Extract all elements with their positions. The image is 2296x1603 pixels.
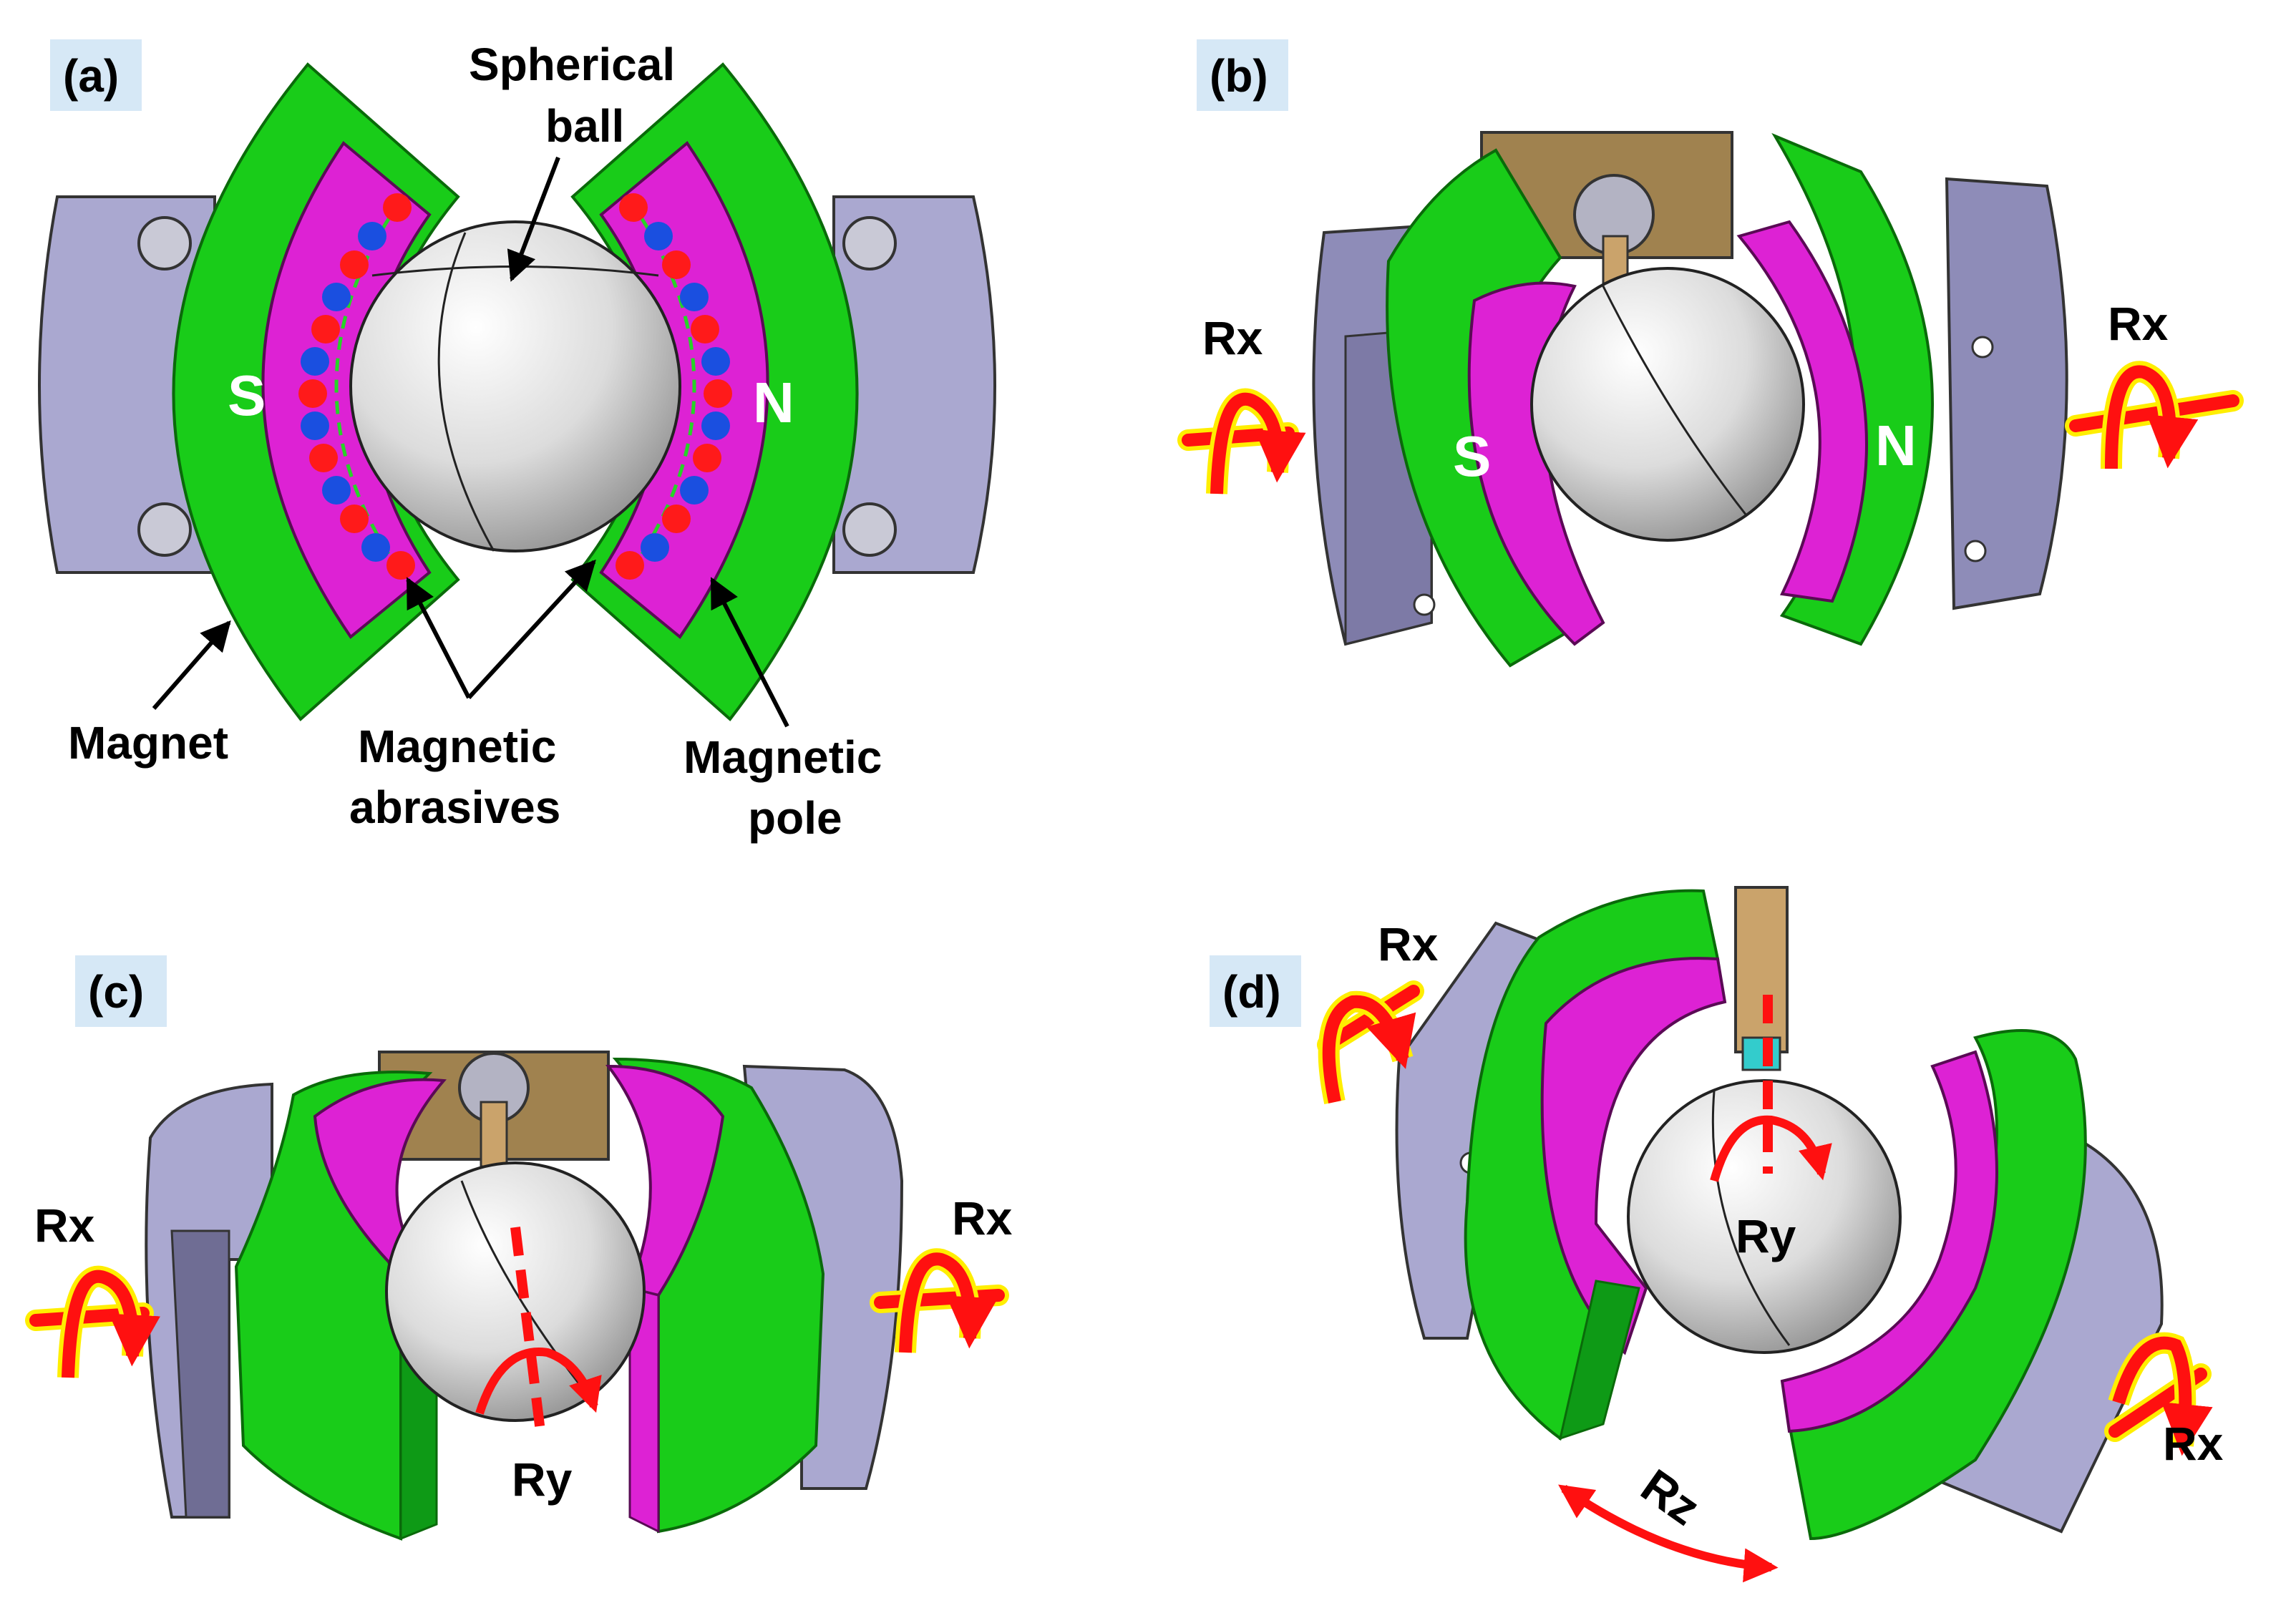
panel-a-tag-bg	[50, 39, 142, 111]
magnetic-pole-left	[313, 1078, 447, 1290]
rz-label: Rz	[1632, 1458, 1710, 1535]
rx-label: Rx	[2163, 1417, 2224, 1470]
panel-b-tag-bg	[1197, 39, 1288, 111]
ball-seam	[1711, 1091, 1791, 1346]
label-ball: ball	[545, 100, 624, 152]
rx-label: Rx	[1378, 917, 1439, 970]
panel-c-tag-bg	[75, 955, 167, 1027]
rotation-ry-icon	[475, 1227, 602, 1432]
magnetic-pole-left	[1467, 281, 1605, 646]
rotation-rz-icon	[1558, 1484, 1779, 1583]
leader-arrow	[406, 577, 471, 699]
rx-label: Rx	[2108, 297, 2169, 350]
magnet-left-face	[1558, 1280, 1640, 1441]
rx-label: Rx	[1202, 311, 1263, 364]
ry-label: Ry	[1736, 1209, 1796, 1262]
panel-b-tag: (b)	[1210, 50, 1268, 102]
hole-icon	[1413, 593, 1436, 616]
label-pole: pole	[748, 792, 842, 844]
leader-arrow	[507, 156, 560, 282]
label-abrasives: abrasives	[349, 781, 560, 833]
panel-d-tag: (d)	[1222, 966, 1281, 1018]
magnetic-pole-right	[1736, 220, 1868, 603]
pole-s-label: S	[1453, 424, 1491, 488]
leader-arrow	[467, 559, 596, 700]
bracket-left	[38, 195, 216, 574]
bolt-icon	[137, 216, 192, 271]
pole-n-label: N	[1875, 414, 1917, 477]
abrasive-chain-right	[616, 193, 732, 580]
panel-b: (b) S N Rx	[1177, 39, 2244, 668]
pole-s-label: S	[228, 364, 266, 427]
leader-arrow	[152, 620, 231, 710]
abrasive-chain-left	[298, 193, 415, 580]
ball-seam	[437, 232, 495, 552]
panel-d: (d) Ry Rz	[1210, 886, 2224, 1583]
ry-label: Ry	[512, 1453, 573, 1506]
rotation-ry-icon	[1710, 995, 1832, 1182]
magnetic-pole-right	[605, 1064, 725, 1297]
spherical-ball	[1530, 267, 1805, 542]
rx-label: Rx	[34, 1199, 95, 1252]
bracket-right	[832, 195, 996, 574]
spindle-shaft	[1734, 886, 1789, 1053]
label-spherical: Spherical	[469, 39, 675, 90]
spindle-collar	[1741, 1036, 1781, 1071]
panel-a-tag: (a)	[63, 50, 119, 102]
hole-icon	[1964, 540, 1987, 562]
pole-n-label: N	[753, 371, 794, 434]
ball-seam	[460, 1180, 595, 1403]
rx-label: Rx	[952, 1192, 1013, 1244]
ball-seam	[1602, 286, 1748, 516]
magnetic-pole-right	[1780, 1050, 1998, 1433]
rotation-rx-right-icon	[2065, 361, 2244, 469]
bracket-left-face	[170, 1229, 230, 1519]
spindle-shaft	[480, 1101, 508, 1168]
rotation-rx-topleft-icon	[1317, 980, 1424, 1105]
magnetic-pole-left	[1540, 957, 1727, 1355]
magnet-right	[1771, 132, 1934, 646]
bolt-icon	[842, 502, 897, 557]
bracket-right	[1945, 177, 2068, 610]
spherical-ball	[349, 220, 681, 552]
rotation-rx-right-icon	[870, 1248, 1009, 1353]
panel-a: (a) S N	[38, 39, 996, 844]
label-magnet: Magnet	[68, 717, 228, 769]
pole-right-face	[628, 1287, 660, 1534]
leader-arrow	[710, 577, 789, 728]
label-magnetic-2: Magnetic	[684, 731, 882, 783]
bolt-icon	[137, 502, 192, 557]
rotation-rx-bottomright-icon	[2104, 1332, 2213, 1456]
panel-c: (c) Ry Rx	[25, 955, 1013, 1541]
bolt-icon	[842, 216, 897, 271]
label-magnetic-1: Magnetic	[358, 721, 556, 772]
panel-c-tag: (c)	[88, 966, 144, 1018]
hole-icon	[1971, 336, 1994, 359]
rotation-rx-left-icon	[1177, 388, 1306, 494]
panel-d-tag-bg	[1210, 955, 1301, 1027]
rotation-rx-left-icon	[25, 1265, 160, 1378]
